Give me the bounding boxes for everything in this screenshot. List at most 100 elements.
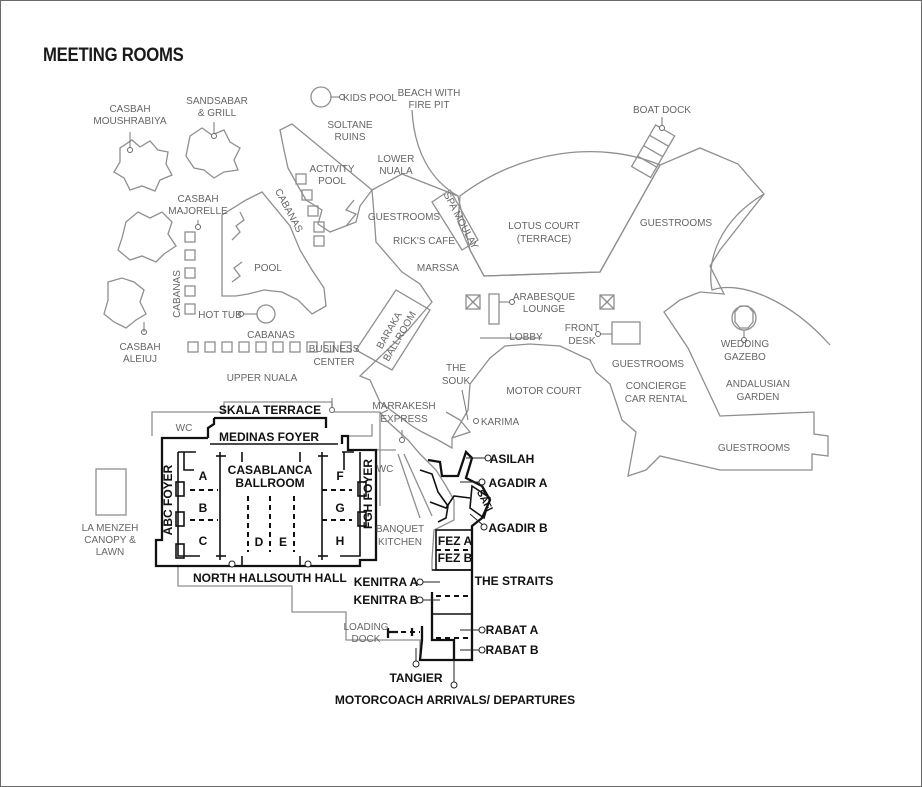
svg-text:SANDSABAR& GRILL: SANDSABAR& GRILL xyxy=(186,96,248,119)
kids-pool-shape xyxy=(310,86,332,108)
room-asilah[interactable]: ASILAH xyxy=(490,452,535,466)
room-c[interactable]: C xyxy=(199,534,208,548)
label-la-menzeh-3: LAWN xyxy=(96,547,125,558)
svg-text:BARAKABALLROOM: BARAKABALLROOM xyxy=(371,304,419,364)
label-lower-nuala-1: LOWER xyxy=(378,154,415,165)
label-guestrooms-ne: GUESTROOMS xyxy=(640,218,713,229)
room-casablanca-2[interactable]: BALLROOM xyxy=(235,476,304,490)
pool-shape xyxy=(221,191,327,315)
label-arabesque-2: LOUNGE xyxy=(523,304,566,315)
room-safi[interactable]: SAFI xyxy=(474,488,495,513)
label-casbah-aleiuj-1: CASBAH xyxy=(119,342,160,353)
la-menzeh-shape xyxy=(95,468,127,516)
label-loading-dock-1: LOADING xyxy=(343,622,388,633)
lotus-court-edge xyxy=(457,151,661,277)
room-fez-a[interactable]: FEZ A xyxy=(438,534,473,548)
room-a[interactable]: A xyxy=(199,469,208,483)
east-wing-outline xyxy=(427,449,492,662)
label-loading-dock-2: DOCK xyxy=(352,634,381,645)
room-e[interactable]: E xyxy=(279,535,287,549)
label-sandsabar-1: SANDSABAR xyxy=(186,96,248,107)
safi-room-shape xyxy=(469,484,491,520)
room-south-hall[interactable]: SOUTH HALL xyxy=(269,571,346,585)
label-motor-court: MOTOR COURT xyxy=(506,386,581,397)
casbah-aleiuj-building xyxy=(103,277,147,329)
room-skala-terrace[interactable]: SKALA TERRACE xyxy=(219,403,321,417)
room-casablanca-1[interactable]: CASABLANCA xyxy=(228,463,313,477)
label-concierge-2: CAR RENTAL xyxy=(625,394,688,405)
room-kenitra-b[interactable]: KENITRA B xyxy=(354,593,419,607)
room-b[interactable]: B xyxy=(199,501,208,515)
room-agadir-b[interactable]: AGADIR B xyxy=(488,521,548,535)
label-casbah-majorelle-2: MAJORELLE xyxy=(168,206,228,217)
room-fez-b[interactable]: FEZ B xyxy=(438,551,473,565)
label-karima: KARIMA xyxy=(481,417,520,428)
label-andalusian-1: ANDALUSIAN xyxy=(726,379,790,390)
room-kenitra-a[interactable]: KENITRA A xyxy=(354,575,419,589)
label-ricks-cafe: RICK'S CAFE xyxy=(393,236,455,247)
label-la-menzeh-1: LA MENZEH xyxy=(82,523,139,534)
room-rabat-b[interactable]: RABAT B xyxy=(485,643,538,657)
label-marssa: MARSSA xyxy=(417,263,460,274)
hot-tub-shape xyxy=(256,304,276,324)
arabesque-lounge-symbol xyxy=(465,294,481,310)
label-casbah-aleiuj-2: ALEIUJ xyxy=(123,354,157,365)
label-banquet-2: KITCHEN xyxy=(378,537,422,548)
casbah-moushrabiya-building xyxy=(113,139,173,192)
baraka-ballroom-shape xyxy=(355,289,431,371)
room-north-hall[interactable]: NORTH HALL xyxy=(193,571,271,585)
room-medinas-foyer[interactable]: MEDINAS FOYER xyxy=(219,430,319,444)
label-arabesque-1: ARABESQUE xyxy=(513,292,576,303)
label-lotus-court-2: (TERRACE) xyxy=(517,234,571,245)
room-tangier[interactable]: TANGIER xyxy=(389,671,442,685)
label-front-desk-1: FRONT xyxy=(565,323,599,334)
room-the-straits[interactable]: THE STRAITS xyxy=(475,574,554,588)
room-abc-foyer[interactable]: ABC FOYER xyxy=(161,464,175,535)
label-soltane-2: RUINS xyxy=(334,132,365,143)
boat-dock-shape xyxy=(630,124,676,179)
label-boat-dock: BOAT DOCK xyxy=(633,105,691,116)
room-fgh-foyer[interactable]: FGH FOYER xyxy=(361,459,375,529)
label-guestrooms-ricks: GUESTROOMS xyxy=(368,212,441,223)
label-upper-nuala: UPPER NUALA xyxy=(227,373,298,384)
label-pool: POOL xyxy=(254,263,282,274)
label-banquet-1: BANQUET xyxy=(376,524,424,535)
motorcoach-label[interactable]: MOTORCOACH ARRIVALS/ DEPARTURES xyxy=(335,693,575,707)
label-wc-right: WC xyxy=(377,464,394,475)
label-concierge-1: CONCIERGE xyxy=(626,381,687,392)
room-d[interactable]: D xyxy=(255,535,264,549)
label-andalusian-2: GARDEN xyxy=(737,392,780,403)
room-f[interactable]: F xyxy=(336,469,343,483)
room-g[interactable]: G xyxy=(335,501,344,515)
label-lower-nuala-2: NUALA xyxy=(379,166,413,177)
label-activity-pool-2: POOL xyxy=(318,176,346,187)
label-sandsabar-2: & GRILL xyxy=(198,108,237,119)
label-wc-left: WC xyxy=(176,423,193,434)
label-casbah-majorelle-1: CASBAH xyxy=(177,194,218,205)
label-soltane-1: SOLTANE xyxy=(327,120,373,131)
label-lobby: LOBBY xyxy=(509,332,543,343)
label-guestrooms-mid: GUESTROOMS xyxy=(612,359,685,370)
room-rabat-a[interactable]: RABAT A xyxy=(486,623,539,637)
beach-line xyxy=(411,109,459,197)
room-agadir-a[interactable]: AGADIR A xyxy=(489,476,548,490)
label-hot-tub: HOT TUB xyxy=(198,310,242,321)
label-guestrooms-se: GUESTROOMS xyxy=(718,443,791,454)
room-h[interactable]: H xyxy=(336,534,345,548)
